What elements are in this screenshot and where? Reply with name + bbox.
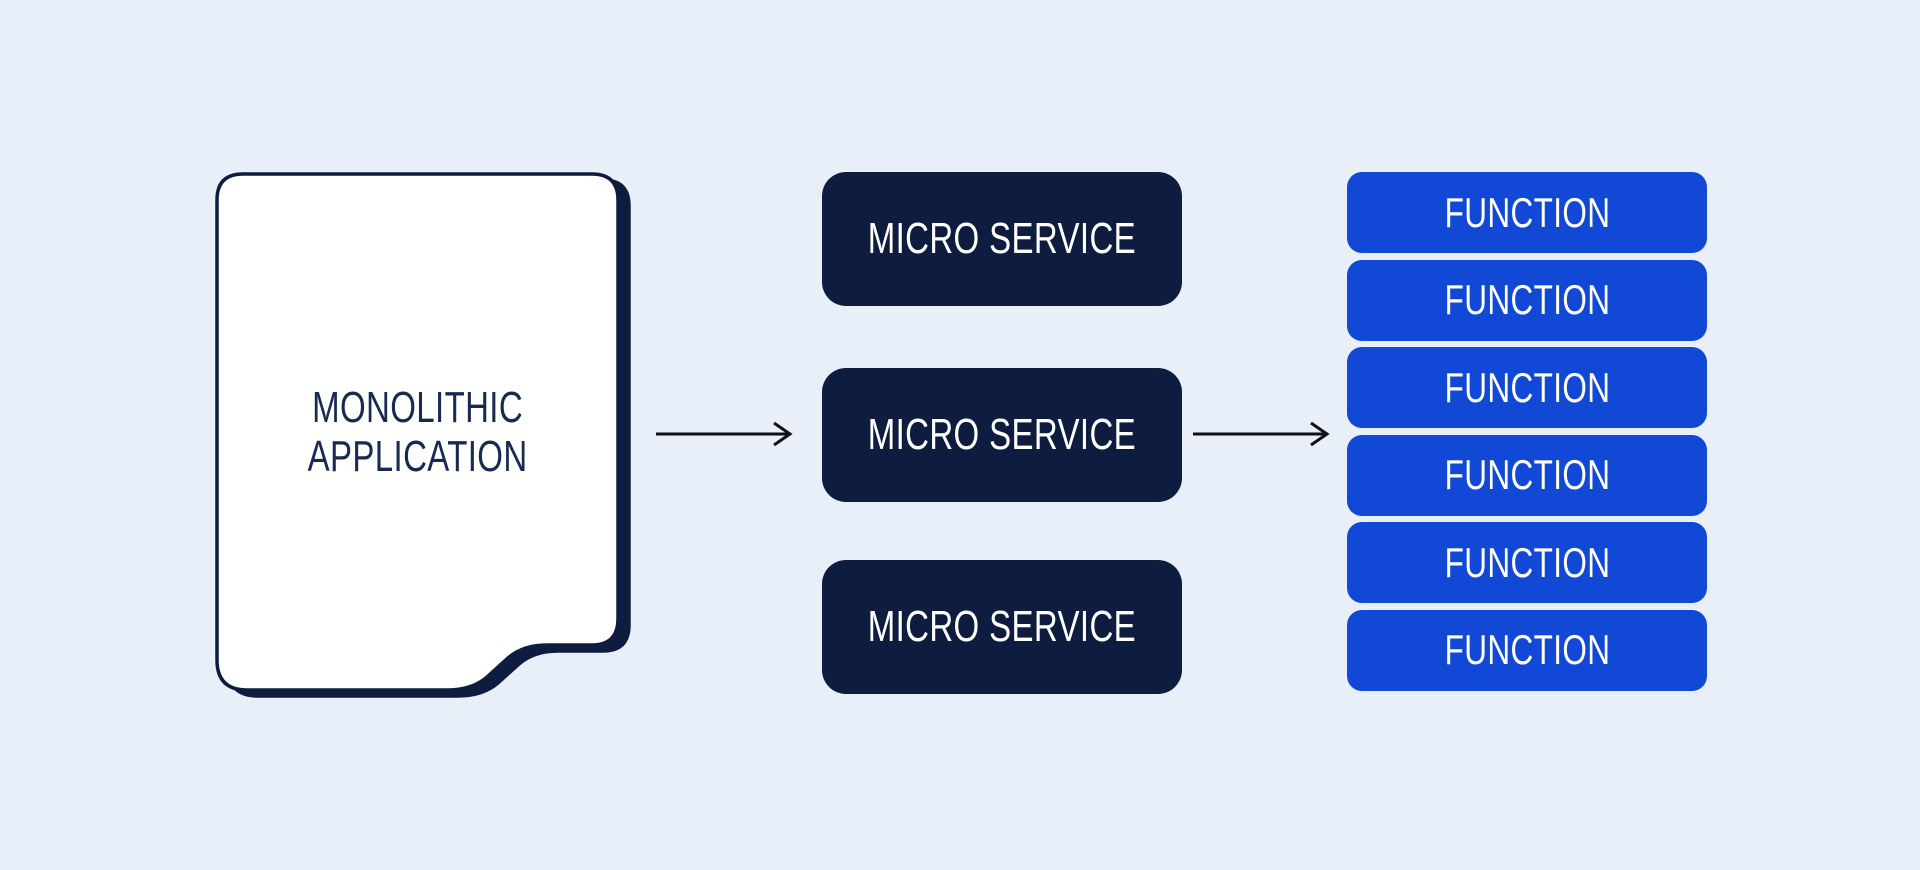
microservice-node-1: MICRO SERVICE [822,172,1182,306]
monolith-shape [215,172,631,698]
function-label: FUNCTION [1444,626,1610,673]
function-label: FUNCTION [1444,276,1610,323]
functions-column: FUNCTION FUNCTION FUNCTION FUNCTION FUNC… [1347,172,1707,691]
function-label: FUNCTION [1444,363,1610,411]
microservice-node-2: MICRO SERVICE [822,368,1182,502]
microservice-label: MICRO SERVICE [867,602,1137,651]
arrow-microservice-to-functions [1193,421,1330,447]
microservice-label: MICRO SERVICE [867,410,1137,459]
monolith-label-text: MONOLITHIC APPLICATION [307,383,528,481]
function-label: FUNCTION [1444,188,1610,236]
microservice-node-3: MICRO SERVICE [822,560,1182,694]
function-node-4: FUNCTION [1347,434,1707,516]
function-node-6: FUNCTION [1347,609,1707,691]
function-label: FUNCTION [1444,538,1610,586]
arrow-monolith-to-microservice [656,421,793,447]
monolith-node-label: MONOLITHIC APPLICATION [217,174,618,690]
function-node-2: FUNCTION [1347,259,1707,341]
function-label: FUNCTION [1444,451,1610,498]
function-node-3: FUNCTION [1347,347,1707,428]
microservice-label: MICRO SERVICE [867,214,1137,263]
function-node-5: FUNCTION [1347,522,1707,603]
function-node-1: FUNCTION [1347,172,1707,253]
monolith-body [215,172,620,692]
